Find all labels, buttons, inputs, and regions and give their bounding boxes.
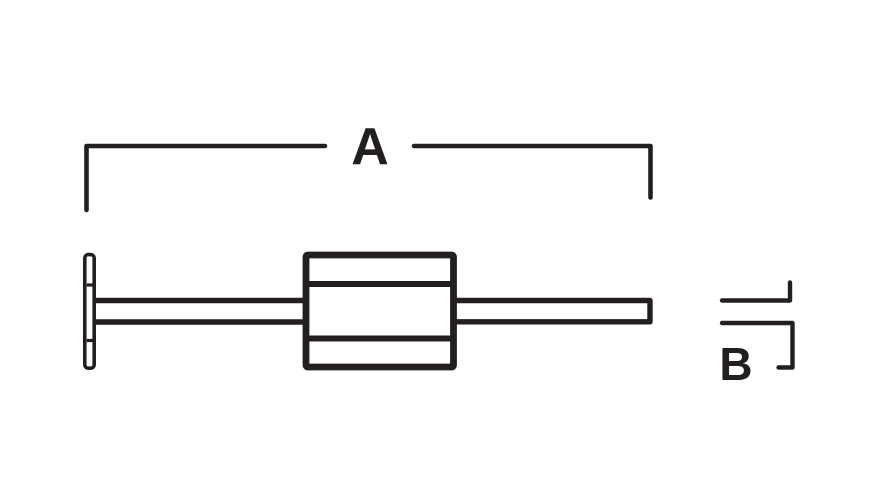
end-flange [83, 252, 97, 371]
dimension-a [84, 143, 653, 213]
dimension-b-label: B [719, 338, 752, 390]
part-drawing [83, 251, 653, 371]
dimension-a-right-bracket [411, 143, 653, 200]
dimension-b [719, 280, 795, 370]
dimension-b-bottom-callout [719, 320, 795, 370]
dimension-b-top-callout [719, 280, 793, 303]
dimension-a-label: A [351, 118, 389, 176]
dimension-a-left-bracket [84, 143, 328, 213]
right-shaft-outline [450, 297, 653, 325]
center-body [302, 251, 457, 371]
